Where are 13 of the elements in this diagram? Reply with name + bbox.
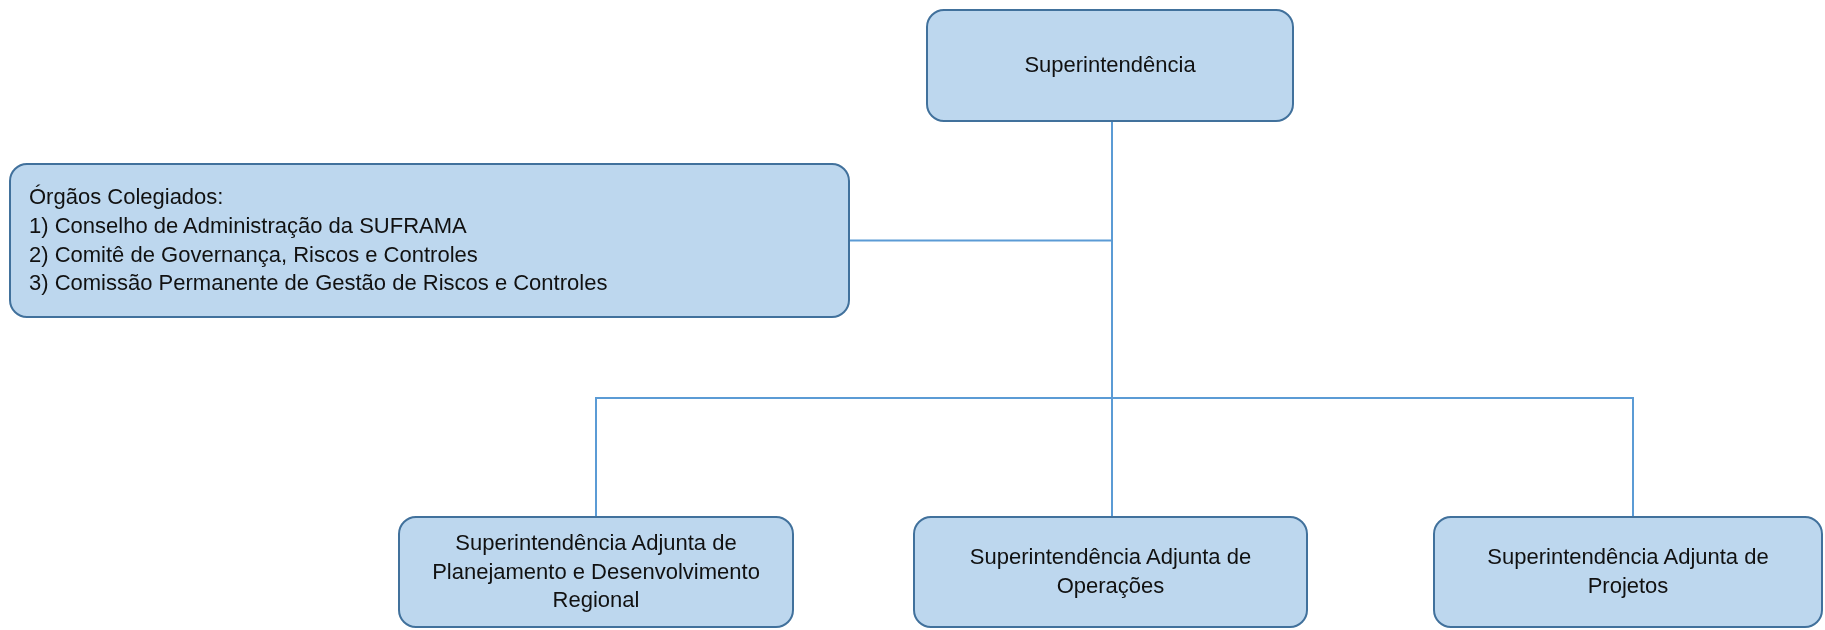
org-box	[1433, 516, 1823, 628]
org-box	[913, 516, 1308, 628]
box-title: Superintendência Adjunta de Operações	[968, 543, 1253, 600]
box-title: Superintendência	[1024, 51, 1196, 80]
org-box	[398, 516, 794, 628]
list-item: 1) Conselho de Administração da SUFRAMA	[29, 211, 467, 240]
box-title: Superintendência Adjunta de Projetos	[1486, 543, 1770, 600]
org-box	[9, 163, 850, 318]
box-title: Superintendência Adjunta de Planejamento e Desenvolvimento Regional	[431, 529, 761, 615]
org-box	[926, 9, 1294, 122]
list-item: 3) Comissão Permanente de Gestão de Riscos e Controles	[29, 269, 608, 298]
box-title: Órgãos Colegiados:	[29, 183, 224, 212]
list-item: 2) Comitê de Governança, Riscos e Controles	[29, 240, 478, 269]
